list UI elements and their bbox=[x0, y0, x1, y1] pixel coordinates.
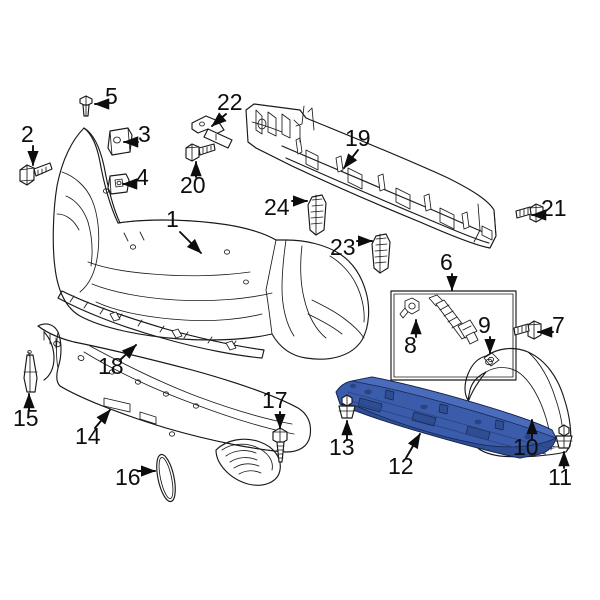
part-push-pin-13 bbox=[338, 394, 356, 419]
part-tow-hook-kit-box bbox=[390, 290, 517, 381]
part-side-retainer-bracket-24 bbox=[307, 194, 327, 236]
part-oval-emblem-pad bbox=[156, 453, 176, 503]
part-bolt-2 bbox=[19, 162, 53, 186]
part-bracket-strip bbox=[23, 350, 38, 393]
part-push-pin-11 bbox=[555, 424, 573, 449]
part-bumper-reinforcement-beam bbox=[245, 103, 497, 249]
leader-lines bbox=[23, 98, 570, 477]
part-lower-molding-trim bbox=[57, 290, 265, 359]
part-lower-grille-panel bbox=[37, 323, 312, 486]
part-push-pin-5 bbox=[79, 95, 93, 117]
part-bolt-20 bbox=[185, 143, 216, 162]
part-side-retainer-bracket-23 bbox=[371, 233, 391, 274]
part-screw-17 bbox=[272, 427, 288, 463]
part-front-bumper-cover bbox=[52, 127, 370, 360]
